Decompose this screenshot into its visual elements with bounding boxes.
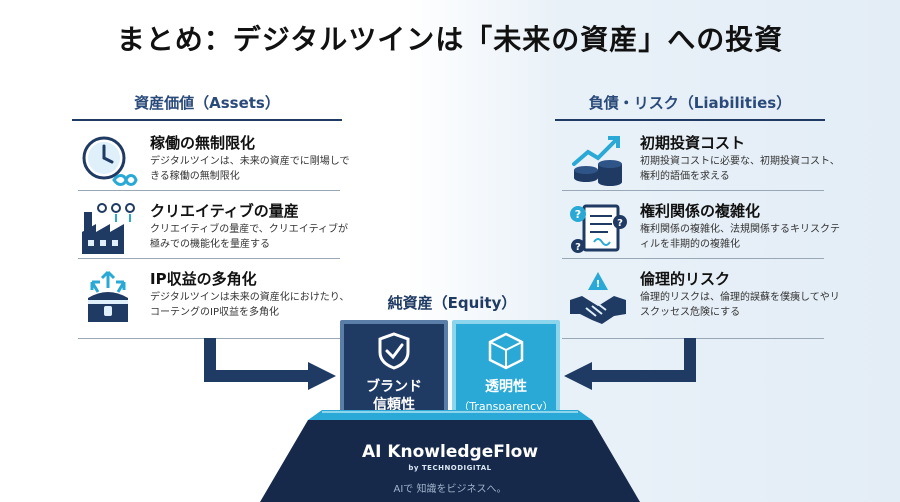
clock-infinity-icon <box>82 136 138 186</box>
liability-item-rights: ? ? ? 権利関係の複雑化 権利関係の複雑化、法規関係するキリスクティルを非期… <box>568 198 840 262</box>
asset-desc: デジタルツインは未来の資産化におけたり、コーテングのIP収益を多角化 <box>150 292 350 318</box>
factory-icon <box>82 203 135 254</box>
svg-text:!: ! <box>596 279 601 290</box>
transparent-cube-icon <box>488 332 524 370</box>
liability-desc: 権利関係の複雑化、法規関係するキリスクティルを非期的の複雑化 <box>640 224 840 250</box>
asset-desc: クリエイティブの量産で、クリエイティブが極みでの機能化を量産する <box>150 224 348 250</box>
product-tagline: AIで 知識をビジネスへ。 <box>393 484 507 495</box>
transparency-card: 透明性 （Transparency） <box>452 320 560 420</box>
svg-text:?: ? <box>617 218 623 229</box>
brand-trust-label: ブランド 信頼性 <box>366 379 422 413</box>
liabilities-heading: 負債・リスク（Liabilities） <box>555 92 825 121</box>
divider <box>78 190 340 191</box>
asset-item-uptime: 稼働の無制限化 デジタルツインは、未来の資産でに剛場しできる稼働の無制限化 <box>78 130 350 194</box>
liability-desc: 初期投資コストに必要な、初期投資コスト、権利的語価を求える <box>640 156 840 182</box>
svg-text:?: ? <box>575 242 581 253</box>
liability-item-cost: 初期投資コスト 初期投資コストに必要な、初期投資コスト、権利的語価を求える <box>568 130 840 194</box>
shield-check-icon <box>378 332 410 370</box>
assets-heading: 資産価値（Assets） <box>72 92 342 121</box>
treasure-chest-icon <box>88 270 128 322</box>
product-base <box>0 410 900 502</box>
brand-trust-card: ブランド 信頼性 <box>340 320 448 420</box>
svg-text:?: ? <box>575 208 581 221</box>
liability-title: 権利関係の複雑化 <box>640 202 761 220</box>
asset-title: IP収益の多角化 <box>150 270 257 288</box>
asset-title: 稼働の無制限化 <box>150 134 256 152</box>
handshake-warning-icon: ! <box>570 272 626 324</box>
arrow-liabilities-to-equity <box>564 338 696 390</box>
divider <box>562 190 824 191</box>
divider <box>562 258 824 259</box>
asset-title: クリエイティブの量産 <box>150 202 299 220</box>
investment-coins-icon <box>572 136 622 186</box>
liability-item-ethics: ! 倫理的リスク 倫理的リスクは、倫理的誤蘇を僕痍してやリスクッセス危険にする <box>568 266 840 330</box>
liability-desc: 倫理的リスクは、倫理的誤蘇を僕痍してやリスクッセス危険にする <box>640 292 840 318</box>
product-byline: by TECHNODIGITAL <box>408 464 492 472</box>
transparency-sub: （Transparency） <box>458 400 554 413</box>
asset-item-ip: IP収益の多角化 デジタルツインは未来の資産化におけたり、コーテングのIP収益を… <box>78 266 350 330</box>
liability-title: 倫理的リスク <box>640 270 731 288</box>
page-title: まとめ：デジタルツインは「未来の資産」への投資 <box>116 23 784 56</box>
arrow-assets-to-equity <box>204 338 336 390</box>
asset-desc: デジタルツインは、未来の資産でに剛場しできる稼働の無制限化 <box>150 156 350 182</box>
equity-label: 純資産（Equity） <box>387 294 517 312</box>
product-name: AI KnowledgeFlow <box>361 442 539 462</box>
asset-item-creative: クリエイティブの量産 クリエイティブの量産で、クリエイティブが極みでの機能化を量… <box>78 198 348 262</box>
liability-title: 初期投資コスト <box>640 134 746 152</box>
transparency-label: 透明性 <box>485 379 527 395</box>
base-platform-shape <box>260 410 640 502</box>
contract-question-icon: ? ? ? <box>570 204 627 253</box>
divider <box>78 258 340 259</box>
